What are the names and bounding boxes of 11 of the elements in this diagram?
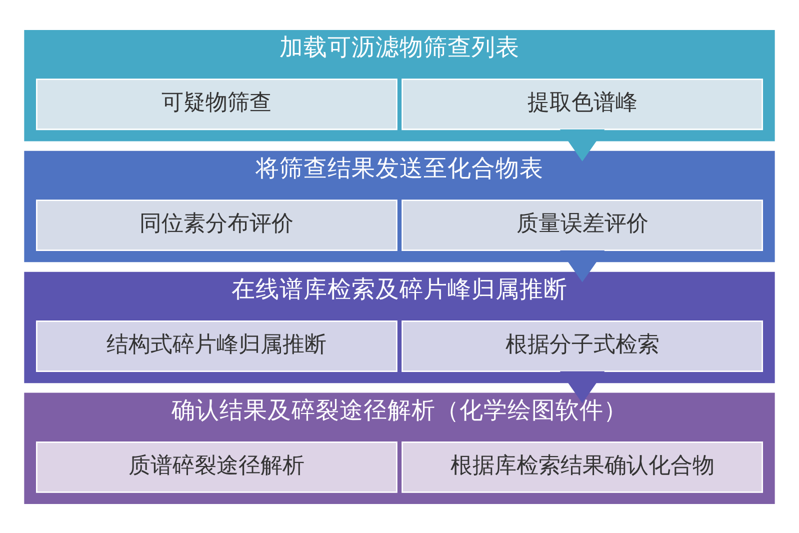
node-box: 根据库检索结果确认化合物 xyxy=(402,440,764,492)
node-box: 结构式碎片峰归属推断 xyxy=(36,320,398,372)
node-box: 质量误差评价 xyxy=(402,199,764,251)
node-box: 提取色谱峰 xyxy=(402,78,764,130)
arrow xyxy=(560,128,605,161)
arrow xyxy=(560,370,605,403)
node-box: 质谱碎裂途径解析 xyxy=(36,440,398,492)
arrow xyxy=(560,250,605,282)
node-box: 同位素分布评价 xyxy=(36,199,398,251)
node-box: 可疑物筛查 xyxy=(36,78,398,130)
node-box: 根据分子式检索 xyxy=(402,320,764,372)
